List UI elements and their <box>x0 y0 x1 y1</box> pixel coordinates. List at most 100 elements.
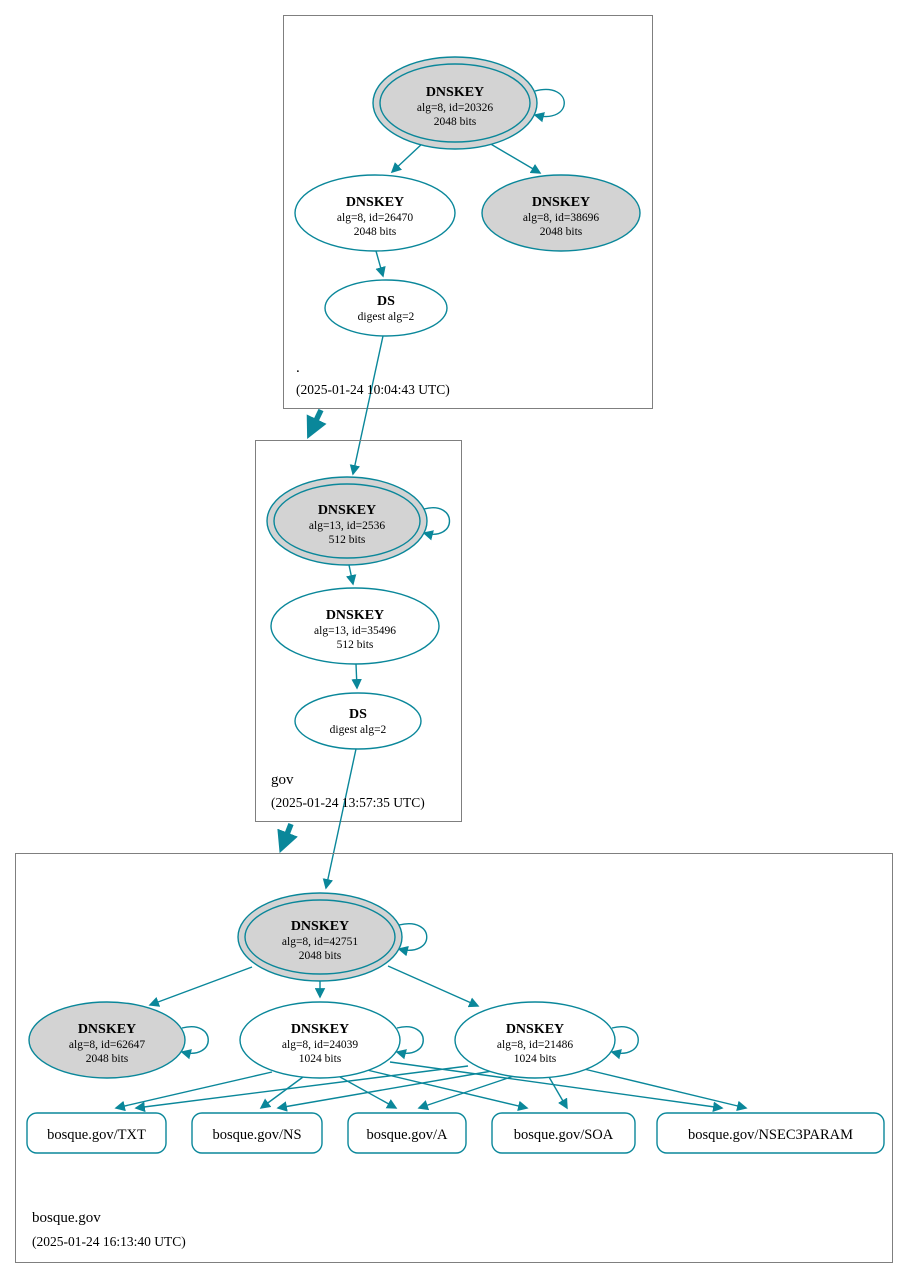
root-zsk-title: DNSKEY <box>346 195 404 210</box>
edge-key21486-to-soa <box>548 1076 568 1110</box>
node-gov-ds[interactable]: DS digest alg=2 <box>294 692 422 750</box>
bosque-zone-timestamp: (2025-01-24 16:13:40 UTC) <box>32 1234 186 1249</box>
root-ds-detail: digest alg=2 <box>358 311 415 323</box>
rrset-a-label: bosque.gov/A <box>367 1127 448 1143</box>
rrset-nsec3param-box <box>656 1112 885 1154</box>
rrset-a-box <box>347 1112 467 1154</box>
edge-key24039-to-ns <box>259 1076 304 1109</box>
gov-ksk-detail: alg=13, id=2536 <box>309 520 385 532</box>
edge-gov-zsk-to-ds <box>351 663 362 690</box>
node-rrset-txt[interactable]: bosque.gov/TXT <box>26 1112 167 1154</box>
root-ksk-title: DNSKEY <box>426 85 484 100</box>
edge-bosque-ksk-selfsign <box>397 923 428 957</box>
bosque-ksk-inner-ring <box>244 899 396 975</box>
gov-ds-ellipse <box>294 692 422 750</box>
bosque-key24039-detail: alg=8, id=24039 <box>282 1039 358 1051</box>
edge-key24039-to-soa <box>366 1069 529 1112</box>
zone-gov: DNSKEY alg=13, id=2536 512 bits DNSKEY a… <box>255 440 462 890</box>
gov-ds-detail: digest alg=2 <box>330 724 387 736</box>
rrset-txt-label: bosque.gov/TXT <box>47 1127 146 1143</box>
node-root-dnskey-20326[interactable]: DNSKEY alg=8, id=20326 2048 bits <box>372 56 538 150</box>
edge-key24039-selfsign <box>395 1026 424 1060</box>
gov-ksk-outer-ring <box>266 476 428 566</box>
node-bosque-dnskey-62647[interactable]: DNSKEY alg=8, id=62647 2048 bits <box>28 1001 186 1079</box>
gov-ksk-title: DNSKEY <box>318 503 376 518</box>
root-key38696-ellipse <box>481 174 641 252</box>
node-gov-dnskey-2536[interactable]: DNSKEY alg=13, id=2536 512 bits <box>266 476 428 566</box>
node-bosque-dnskey-21486[interactable]: DNSKEY alg=8, id=21486 1024 bits <box>454 1001 616 1079</box>
gov-ksk-inner-ring <box>273 483 421 559</box>
edge-gov-ksk-selfsign <box>422 507 450 541</box>
root-key38696-title: DNSKEY <box>532 195 590 210</box>
edge-key24039-to-txt <box>114 1071 273 1112</box>
node-rrset-ns[interactable]: bosque.gov/NS <box>191 1112 323 1154</box>
node-root-dnskey-38696[interactable]: DNSKEY alg=8, id=38696 2048 bits <box>481 174 641 252</box>
bosque-key24039-bits: 1024 bits <box>299 1053 342 1065</box>
node-gov-dnskey-35496[interactable]: DNSKEY alg=13, id=35496 512 bits <box>270 587 440 665</box>
node-root-ds[interactable]: DS digest alg=2 <box>324 279 448 337</box>
gov-ksk-bits: 512 bits <box>329 534 366 546</box>
root-ksk-outer-ring <box>372 56 538 150</box>
delegation-arrow-root-to-gov <box>306 408 327 439</box>
zone-root-border <box>283 15 653 409</box>
edge-root-ds-to-gov-ksk <box>349 335 384 476</box>
bosque-key21486-detail: alg=8, id=21486 <box>497 1039 573 1051</box>
delegation-arrow-gov-to-bosque <box>277 822 298 854</box>
zone-gov-border <box>255 440 462 822</box>
edge-bosque-ksk-to-key21486 <box>387 965 480 1008</box>
bosque-key62647-title: DNSKEY <box>78 1022 136 1037</box>
root-zone-label: . <box>296 360 300 376</box>
edge-gov-ds-to-bosque-ksk <box>322 748 357 890</box>
edge-key62647-selfsign <box>180 1026 209 1060</box>
root-ksk-bits: 2048 bits <box>434 116 477 128</box>
rrset-ns-box <box>191 1112 323 1154</box>
gov-ds-title: DS <box>349 707 367 722</box>
edge-key24039-to-nsec3param <box>389 1061 724 1112</box>
root-zone-timestamp: (2025-01-24 10:04:43 UTC) <box>296 382 450 397</box>
bosque-ksk-title: DNSKEY <box>291 919 349 934</box>
node-root-dnskey-26470[interactable]: DNSKEY alg=8, id=26470 2048 bits <box>294 174 456 252</box>
zone-bosque: DNSKEY alg=8, id=42751 2048 bits DNSKEY … <box>15 853 893 1263</box>
node-rrset-soa[interactable]: bosque.gov/SOA <box>491 1112 636 1154</box>
root-key38696-detail: alg=8, id=38696 <box>523 212 599 224</box>
node-bosque-dnskey-24039[interactable]: DNSKEY alg=8, id=24039 1024 bits <box>239 1001 401 1079</box>
zone-root: DNSKEY alg=8, id=20326 2048 bits DNSKEY … <box>283 15 653 476</box>
edge-key21486-to-a <box>417 1075 515 1111</box>
gov-zsk-detail: alg=13, id=35496 <box>314 625 396 637</box>
gov-zsk-bits: 512 bits <box>337 639 374 651</box>
zone-bosque-border <box>15 853 893 1263</box>
gov-zsk-ellipse <box>270 587 440 665</box>
edge-key21486-selfsign <box>610 1026 639 1060</box>
bosque-key24039-ellipse <box>239 1001 401 1079</box>
root-zsk-bits: 2048 bits <box>354 226 397 238</box>
gov-zone-label: gov <box>271 772 294 788</box>
bosque-key62647-ellipse <box>28 1001 186 1079</box>
bosque-key21486-bits: 1024 bits <box>514 1053 557 1065</box>
root-zsk-detail: alg=8, id=26470 <box>337 212 413 224</box>
edge-bosque-ksk-to-key62647 <box>148 966 253 1007</box>
edge-root-zsk-to-ds <box>375 250 386 278</box>
edge-root-ksk-to-key38696 <box>488 142 542 174</box>
rrset-nsec3param-label: bosque.gov/NSEC3PARAM <box>688 1127 853 1143</box>
node-bosque-dnskey-42751[interactable]: DNSKEY alg=8, id=42751 2048 bits <box>237 892 403 982</box>
bosque-key62647-detail: alg=8, id=62647 <box>69 1039 145 1051</box>
bosque-ksk-outer-ring <box>237 892 403 982</box>
node-rrset-a[interactable]: bosque.gov/A <box>347 1112 467 1154</box>
bosque-key21486-title: DNSKEY <box>506 1022 564 1037</box>
edge-key21486-to-ns <box>276 1070 493 1112</box>
edge-gov-ksk-to-zsk <box>346 564 357 586</box>
bosque-key62647-bits: 2048 bits <box>86 1053 129 1065</box>
root-key38696-bits: 2048 bits <box>540 226 583 238</box>
edge-key21486-to-txt <box>134 1065 469 1113</box>
edge-root-ksk-selfsign <box>533 88 565 123</box>
gov-zone-timestamp: (2025-01-24 13:57:35 UTC) <box>271 795 425 810</box>
rrset-soa-box <box>491 1112 636 1154</box>
rrset-txt-box <box>26 1112 167 1154</box>
root-zsk-ellipse <box>294 174 456 252</box>
rrset-soa-label: bosque.gov/SOA <box>514 1127 614 1143</box>
edge-key21486-to-nsec3param <box>583 1068 748 1112</box>
rrset-ns-label: bosque.gov/NS <box>212 1127 301 1143</box>
node-rrset-nsec3param[interactable]: bosque.gov/NSEC3PARAM <box>656 1112 885 1154</box>
gov-zsk-title: DNSKEY <box>326 608 384 623</box>
